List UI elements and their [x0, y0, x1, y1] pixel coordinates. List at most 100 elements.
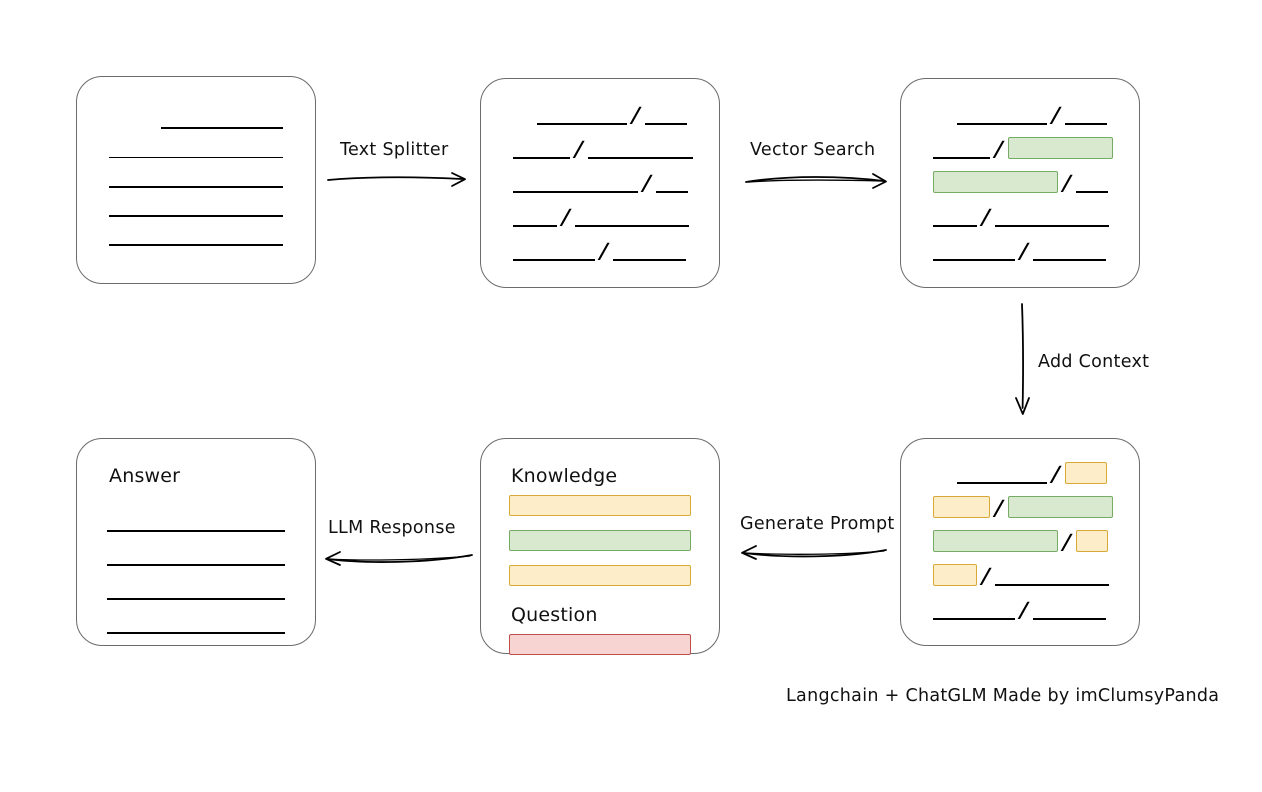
slash-separator: / [642, 171, 652, 195]
document-row: / [933, 525, 1108, 559]
edge-vector-search-label: Vector Search [750, 140, 876, 160]
card-context-document-body: / / / / / [901, 439, 1139, 645]
document-row: / [933, 98, 1107, 132]
slash-separator: / [561, 205, 570, 229]
text-line-segment [656, 166, 688, 200]
document-row: / [513, 98, 687, 132]
document-row: / [933, 491, 1113, 525]
text-line-segment [161, 107, 283, 136]
answer-lines [107, 505, 285, 641]
slash-separator: / [599, 239, 609, 263]
text-line-segment [588, 132, 694, 166]
slash-separator: / [1051, 103, 1061, 127]
card-answer-body: Answer [77, 439, 315, 645]
slash-separator: / [631, 103, 641, 127]
edge-llm-response: LLM Response [322, 518, 474, 566]
text-line-segment [1032, 593, 1106, 627]
text-line-segment [513, 166, 639, 200]
document-row: / [513, 234, 687, 268]
document-row [109, 195, 283, 224]
highlight-chip-yellow [1076, 530, 1108, 552]
card-split-document[interactable]: / / / / / [480, 78, 720, 288]
slash-separator: / [1062, 530, 1072, 554]
answer-text-line [107, 607, 285, 641]
card-searched-document[interactable]: / / / / / [900, 78, 1140, 288]
text-line-segment [933, 593, 1015, 627]
footer-credit: Langchain + ChatGLM Made by imClumsyPand… [786, 686, 1220, 706]
text-line-segment [612, 234, 686, 268]
card-source-document-body [77, 77, 315, 283]
card-context-document[interactable]: / / / / / [900, 438, 1140, 646]
highlight-chip-green [1008, 496, 1113, 518]
edge-text-splitter: Text Splitter [326, 140, 472, 188]
text-line-segment [956, 98, 1048, 132]
edge-vector-search: Vector Search [744, 140, 890, 189]
slash-separator: / [1062, 171, 1072, 195]
highlight-chip-green [933, 530, 1059, 552]
slash-separator: / [994, 496, 1004, 520]
text-line-segment [933, 132, 991, 166]
text-line-segment [536, 98, 628, 132]
arrow-right-icon [745, 173, 887, 189]
document-row: / [513, 132, 694, 166]
answer-text-line [107, 539, 285, 573]
text-line-segment [933, 200, 977, 234]
arrow-left-icon [741, 545, 887, 560]
question-bars [509, 634, 691, 655]
slash-separator: / [1051, 462, 1061, 486]
knowledge-label: Knowledge [511, 465, 618, 487]
highlight-chip-yellow [1065, 462, 1107, 484]
text-line-segment [513, 234, 595, 268]
document-row: / [513, 166, 688, 200]
card-prompt[interactable]: Knowledge Question [480, 438, 720, 655]
knowledge-bar-green [509, 530, 691, 551]
edge-generate-prompt-label: Generate Prompt [740, 514, 895, 534]
arrow-right-icon [327, 172, 466, 187]
highlight-chip-green [1008, 137, 1113, 159]
edge-generate-prompt: Generate Prompt [738, 514, 894, 562]
card-answer[interactable]: Answer [76, 438, 316, 646]
slash-separator: / [981, 205, 990, 229]
arrow-left-icon [325, 551, 473, 566]
text-line-segment [1032, 234, 1106, 268]
slash-separator: / [994, 137, 1004, 161]
slash-separator: / [1019, 598, 1029, 622]
document-row: / [513, 200, 690, 234]
text-line-segment [513, 200, 557, 234]
card-prompt-body: Knowledge Question [481, 439, 719, 655]
knowledge-bars [509, 495, 691, 586]
slash-separator: / [574, 137, 584, 161]
text-line-segment [574, 200, 690, 234]
question-label: Question [511, 604, 598, 626]
highlight-chip-yellow [933, 564, 977, 586]
highlight-chip-green [933, 171, 1059, 193]
document-row [109, 165, 283, 194]
edge-text-splitter-label: Text Splitter [340, 140, 449, 160]
edge-add-context: Add Context [1008, 302, 1188, 422]
card-searched-document-body: / / / / / [901, 79, 1139, 287]
text-line-segment [933, 234, 1015, 268]
text-line-segment [513, 132, 571, 166]
edge-add-context-label: Add Context [1038, 352, 1150, 372]
card-split-document-body: / / / / / [481, 79, 719, 287]
text-line-segment [1076, 166, 1108, 200]
knowledge-bar-yellow [509, 565, 691, 586]
text-line-segment [109, 165, 283, 194]
document-row: / [933, 234, 1107, 268]
text-line-segment [109, 136, 283, 165]
document-row [109, 136, 283, 165]
document-row: / [933, 559, 1110, 593]
knowledge-bar-yellow [509, 495, 691, 516]
document-row: / [933, 200, 1110, 234]
slash-separator: / [981, 564, 990, 588]
card-source-document[interactable] [76, 76, 316, 284]
slash-separator: / [1019, 239, 1029, 263]
answer-text-line [107, 573, 285, 607]
document-row [109, 107, 283, 136]
answer-text-line [107, 505, 285, 539]
text-line-segment [109, 224, 283, 253]
answer-label: Answer [109, 465, 181, 487]
text-line-segment [645, 98, 687, 132]
document-row: / [933, 166, 1108, 200]
